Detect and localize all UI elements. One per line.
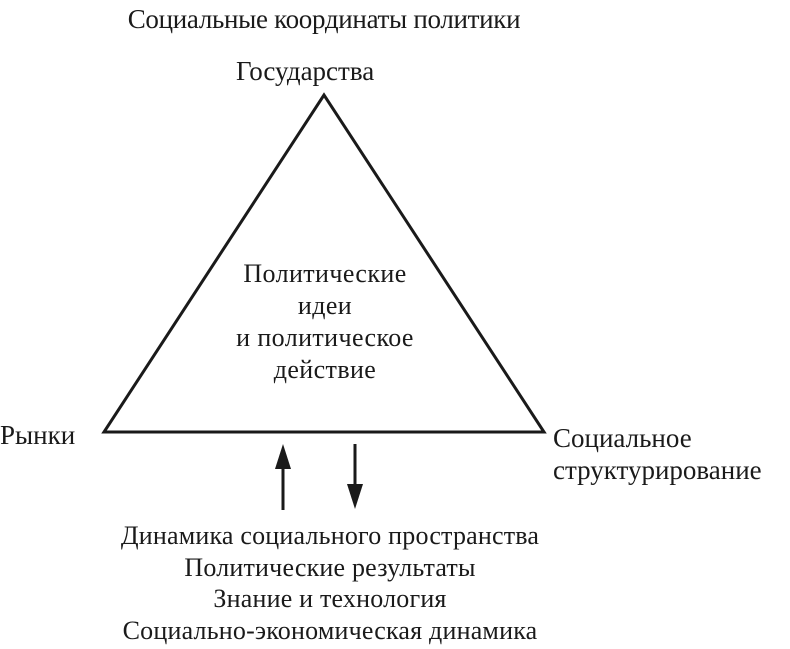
downward-arrow-icon <box>347 444 363 509</box>
center-line-1: Политические <box>243 259 407 288</box>
upward-arrow-icon <box>275 444 291 510</box>
bottom-factor: Знание и технология <box>213 584 447 613</box>
triangle <box>101 92 547 434</box>
vertex-label-right: Социальное структурирование <box>553 422 762 486</box>
bottom-factors-list: Динамика социального пространства Полити… <box>50 520 610 646</box>
center-line-2: идеи <box>297 291 353 320</box>
vertex-label-right-line-2: структурирование <box>553 455 762 485</box>
center-line-3: и политическое <box>236 323 414 352</box>
diagram-title: Социальные координаты политики <box>127 4 521 34</box>
bottom-factor: Социально-экономическая динамика <box>122 615 538 645</box>
bottom-factor: Динамика социального пространства <box>120 521 540 550</box>
vertex-label-right-line-1: Социальное <box>553 423 692 453</box>
vertex-label-top: Государства <box>236 56 375 86</box>
center-line-4: действие <box>273 355 377 384</box>
bottom-factor: Политические результаты <box>184 552 476 582</box>
vertex-label-left: Рынки <box>0 420 76 450</box>
triangle-center-text: Политические идеи и политическое действи… <box>200 258 450 386</box>
